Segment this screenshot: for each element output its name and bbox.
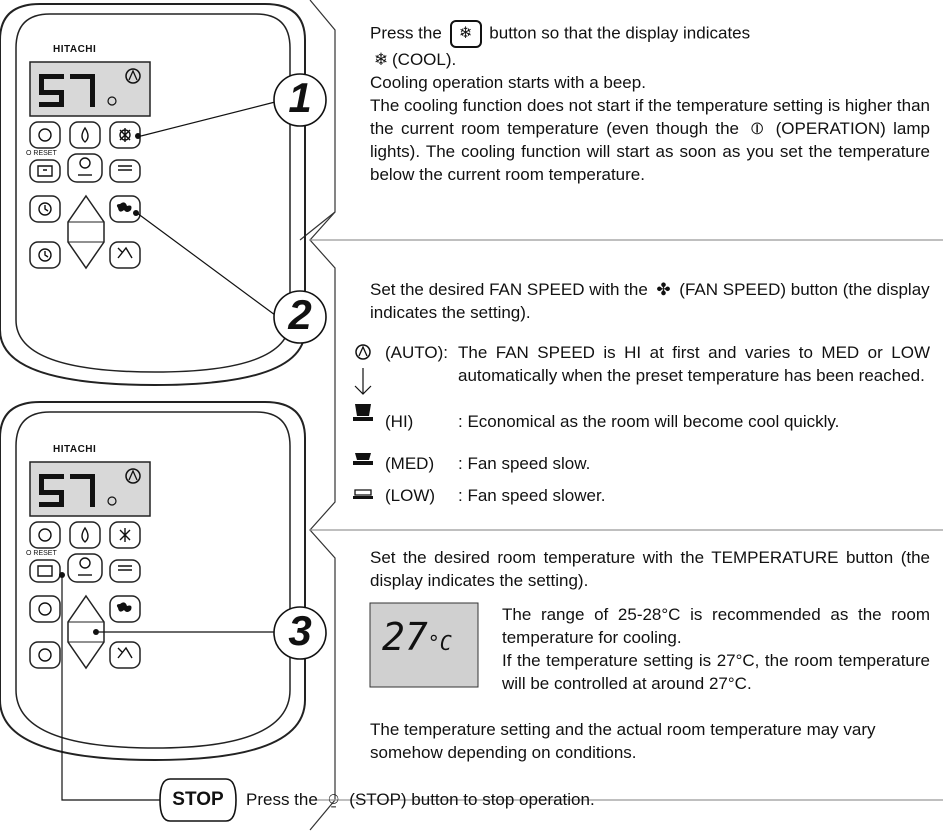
step-number-2: 2 <box>288 291 312 338</box>
step-number-3: 3 <box>288 607 312 654</box>
auto-description: The FAN SPEED is HI at first and varies … <box>458 343 930 385</box>
snowflake-icon: ❄ <box>373 50 389 69</box>
remote-brand: HITACHI <box>53 444 97 455</box>
stop-icon <box>79 157 91 169</box>
med-label: (MED) <box>385 454 435 473</box>
temperature-button[interactable] <box>67 194 105 270</box>
lcd-sample-number: 27 <box>382 615 428 659</box>
med-description: : Fan speed slow. <box>458 454 591 473</box>
step1-line2: ❄(COOL). <box>370 48 930 71</box>
sleep-icon <box>117 246 133 259</box>
low-label: (LOW) <box>385 486 436 505</box>
step1-cool-text: (COOL). <box>392 50 457 69</box>
step2-intro-pre: Set the desired FAN SPEED with the <box>370 280 648 299</box>
fan-icon <box>116 202 132 212</box>
step1-line3: Cooling operation starts with a beep. <box>370 73 646 92</box>
step2-intro-post: (FAN SPEED) button (the display indicate… <box>370 280 930 322</box>
remote-brand: HITACHI <box>53 44 97 55</box>
mode-button[interactable] <box>29 121 61 149</box>
cool-button-inline-icon: ❄ <box>449 20 482 48</box>
drop-icon <box>81 126 89 143</box>
reset-label: O RESET <box>26 150 57 157</box>
step1-para-pre: The cooling function does not start if t… <box>370 96 930 138</box>
stop-instruction: Press the ⍜ (STOP) button to stop operat… <box>246 788 866 811</box>
stop-pre: Press the <box>246 790 318 809</box>
timer-icon <box>37 165 53 177</box>
stop-icon: ⍜ <box>328 790 339 809</box>
step1-line1: Press the ❄ button so that the display i… <box>370 20 930 48</box>
auto-label: (AUTO): <box>385 343 448 362</box>
step1-pre: Press the <box>370 23 442 43</box>
step1-para-post: (OPERATION) lamp lights). The cooling fu… <box>370 119 930 184</box>
swing-icon <box>118 165 132 171</box>
stop-pill <box>159 778 237 822</box>
step3-setting: If the temperature setting is 27°C, the … <box>502 651 930 693</box>
lcd-sample-value: 27°C <box>382 615 452 659</box>
stop-post: (STOP) button to stop operation. <box>349 790 595 809</box>
step3-intro: Set the desired room temperature with th… <box>370 548 930 590</box>
lcd-sample <box>369 602 479 688</box>
dry-button[interactable] <box>69 121 101 149</box>
clock-icon <box>38 248 52 262</box>
step-number-1: 1 <box>288 74 312 121</box>
step1-paragraph: The cooling function does not start if t… <box>370 94 930 186</box>
mode-icon <box>38 128 52 142</box>
operation-lamp-icon: ⦶ <box>751 119 764 138</box>
hi-description: : Economical as the room will become coo… <box>458 412 840 431</box>
timer-button[interactable] <box>29 159 61 183</box>
reset-label: O RESET <box>26 550 57 557</box>
step1-post: button so that the display indicates <box>489 23 751 43</box>
remote-control-top <box>0 3 306 387</box>
step3-range: The range of 25-28°C is recommended as t… <box>502 605 930 647</box>
step-frames <box>299 0 943 831</box>
clock-icon <box>38 202 52 216</box>
fan-speed-icons <box>353 344 373 499</box>
lcd-sample-unit: °C <box>427 631 452 655</box>
stop-label: STOP <box>172 789 224 810</box>
low-description: : Fan speed slower. <box>458 486 606 505</box>
fan-icon: ✤ <box>656 280 671 299</box>
fan-swing-button[interactable] <box>109 159 141 183</box>
hi-label: (HI) <box>385 412 414 431</box>
step3-footer: The temperature setting and the actual r… <box>370 720 876 762</box>
step-circles <box>273 73 327 660</box>
callout-lines <box>61 101 276 801</box>
auto-fan-icon <box>125 68 141 84</box>
step2-intro: Set the desired FAN SPEED with the ✤ (FA… <box>370 278 930 324</box>
remote-control-bottom <box>0 401 306 762</box>
sleep-button[interactable] <box>109 241 141 269</box>
